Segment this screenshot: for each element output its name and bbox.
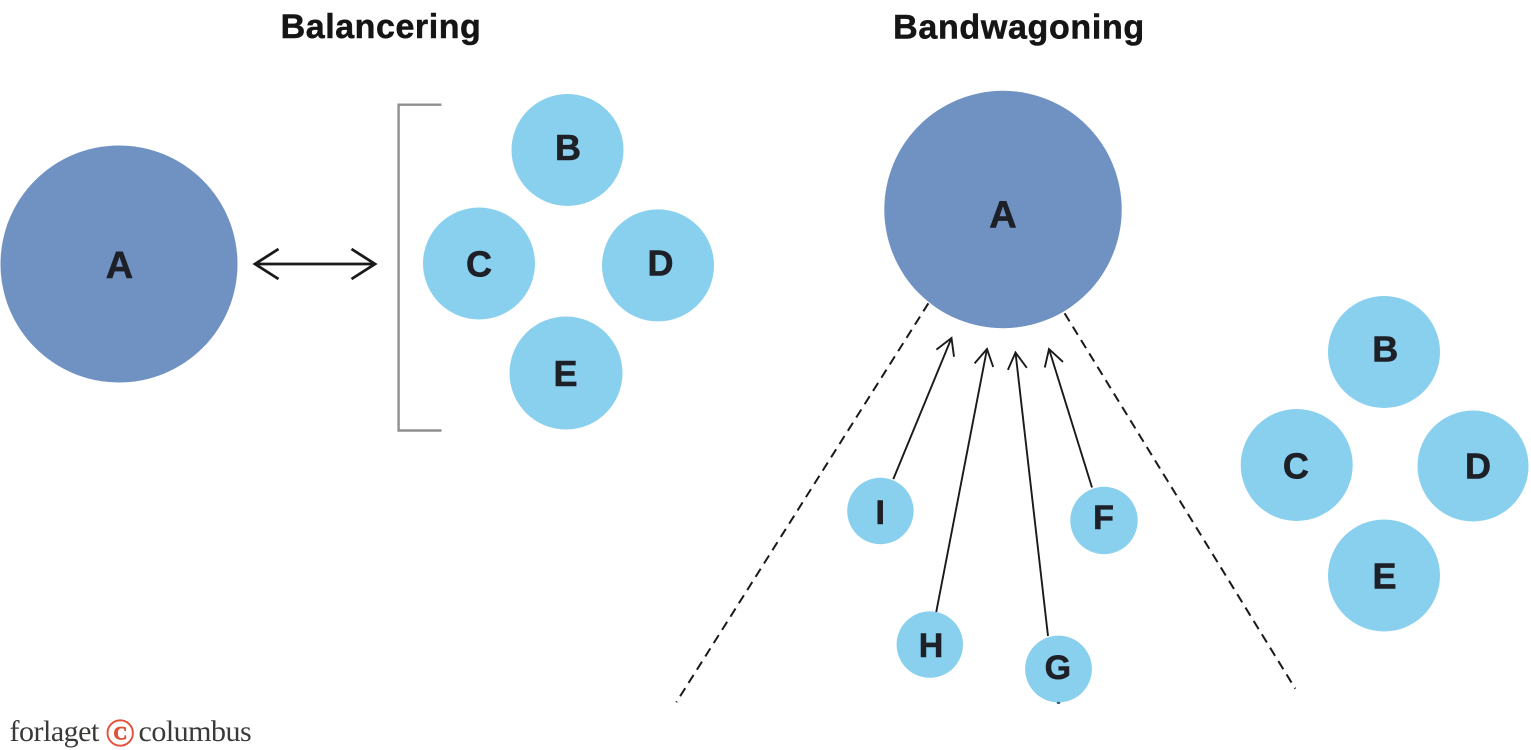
svg-text:forlaget: forlaget: [10, 715, 100, 748]
svg-text:B: B: [1372, 329, 1398, 370]
svg-text:C: C: [114, 723, 128, 744]
svg-text:G: G: [1045, 649, 1071, 687]
svg-text:A: A: [989, 194, 1016, 236]
svg-text:Bandwagoning: Bandwagoning: [893, 9, 1145, 47]
svg-text:E: E: [553, 353, 577, 394]
svg-text:C: C: [1283, 446, 1309, 487]
svg-text:C: C: [466, 244, 492, 285]
svg-text:D: D: [1465, 446, 1491, 487]
svg-text:I: I: [875, 494, 884, 532]
svg-text:H: H: [919, 627, 944, 665]
svg-text:A: A: [106, 245, 133, 287]
svg-text:columbus: columbus: [139, 715, 252, 748]
svg-text:Balancering: Balancering: [281, 8, 482, 46]
svg-text:F: F: [1093, 499, 1114, 537]
svg-text:E: E: [1372, 556, 1396, 597]
svg-text:D: D: [648, 243, 674, 284]
svg-text:B: B: [555, 127, 581, 168]
